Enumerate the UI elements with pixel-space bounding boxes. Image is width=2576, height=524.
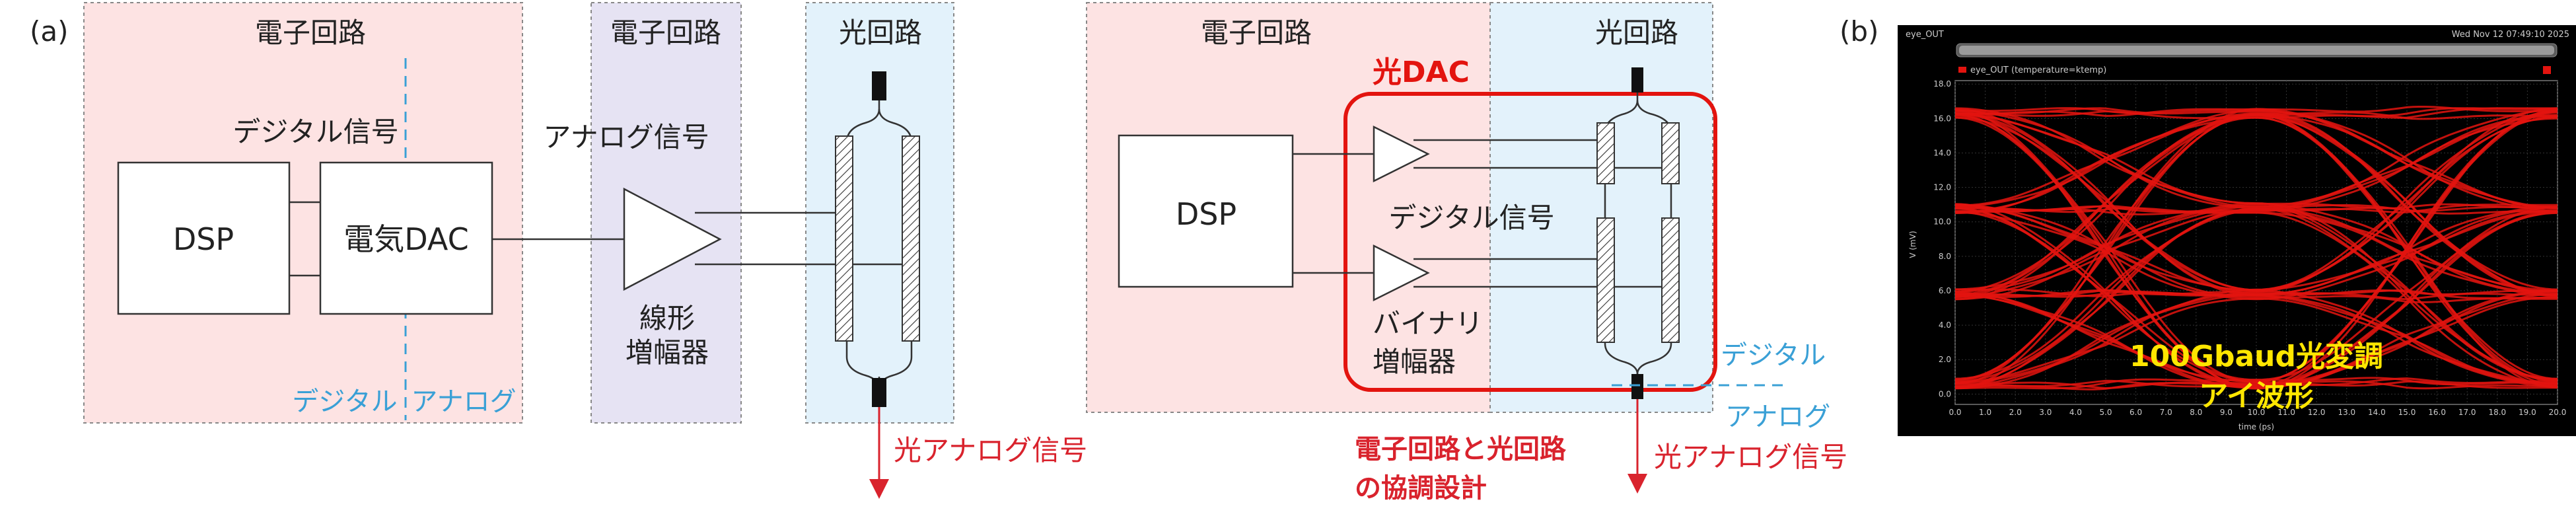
analog-label-a2: アナログ <box>1725 402 1830 432</box>
x-tick-label: 14.0 <box>2368 408 2386 417</box>
segmented-mz-modulator <box>1596 67 1680 399</box>
codesign-label-2: の協調設計 <box>1355 473 1487 504</box>
x-tick-label: 20.0 <box>2549 408 2567 417</box>
x-tick-label: 17.0 <box>2458 408 2476 417</box>
optical-dac-label: 光DAC <box>1373 56 1470 89</box>
x-tick-label: 8.0 <box>2190 408 2202 417</box>
eye-trace <box>1954 107 2558 208</box>
electronic-circuit-title-2: 電子回路 <box>1201 17 1312 49</box>
binary-amp-label-1: バイナリ <box>1373 307 1483 340</box>
y-tick-label: 0.0 <box>1939 389 1951 398</box>
eye-window-title: eye_OUT <box>1906 30 1944 40</box>
y-tick-label: 10.0 <box>1933 217 1951 227</box>
y-axis-label: V (mV) <box>1908 231 1917 258</box>
digital-label-a: デジタル <box>292 387 397 417</box>
y-tick-label: 12.0 <box>1933 183 1951 192</box>
linear-amp-label-2: 増幅器 <box>626 336 709 369</box>
eye-traces <box>1954 106 2558 391</box>
x-tick-label: 3.0 <box>2039 408 2052 417</box>
x-tick-label: 16.0 <box>2428 408 2446 417</box>
binary-amplifier-1 <box>1373 125 1430 183</box>
eye-trace <box>1955 110 2558 380</box>
eye-trace <box>1954 113 2558 385</box>
y-tick-label: 6.0 <box>1939 286 1951 295</box>
optical-analog-signal-a: 光アナログ信号 <box>894 434 1087 467</box>
optical-dac-box <box>1343 92 1717 392</box>
dsp-label: DSP <box>173 221 234 257</box>
optical-analog-signal-a2: 光アナログ信号 <box>1654 441 1847 473</box>
x-tick-label: 13.0 <box>2338 408 2355 417</box>
electric-dac-label: 電気DAC <box>343 221 468 257</box>
eye-caption-1: 100Gbaud光変調 <box>2129 340 2383 373</box>
eye-trace <box>1955 107 2558 209</box>
x-tick-label: 4.0 <box>2069 408 2082 417</box>
x-tick-label: 5.0 <box>2099 408 2112 417</box>
optical-circuit-title: 光回路 <box>839 17 922 49</box>
y-tick-label: 14.0 <box>1933 148 1951 157</box>
legend-label: eye_OUT (temperature=ktemp) <box>1970 65 2106 75</box>
x-tick-label: 2.0 <box>2009 408 2022 417</box>
x-tick-label: 11.0 <box>2277 408 2295 417</box>
electronic-circuit-title: 電子回路 <box>255 17 366 49</box>
mz-modulator <box>835 71 920 407</box>
dsp-block <box>117 161 291 315</box>
x-axis-label: time (ps) <box>2238 422 2274 431</box>
x-tick-label: 10.0 <box>2248 408 2266 417</box>
optical-circuit-title-2: 光回路 <box>1595 17 1678 49</box>
digital-signal-label: デジタル信号 <box>233 116 398 148</box>
binary-amplifier-2 <box>1373 244 1430 302</box>
eye-trace <box>1954 110 2558 390</box>
eye-trace <box>1954 112 2558 296</box>
analog-signal-label: アナログ信号 <box>543 121 709 153</box>
eye-trace <box>1955 116 2558 298</box>
y-tick-label: 16.0 <box>1933 114 1951 123</box>
digital-label-a2: デジタル <box>1721 340 1826 371</box>
optical-region-2 <box>1489 2 1713 413</box>
dsp-label-2: DSP <box>1176 196 1236 232</box>
x-tick-label: 15.0 <box>2398 408 2416 417</box>
y-tick-labels: 18.0 16.0 14.0 12.0 10.0 8.0 6.0 4.0 2.0 0.0 <box>1933 79 1951 398</box>
y-tick-label: 2.0 <box>1939 355 1951 364</box>
x-tick-label: 6.0 <box>2129 408 2142 417</box>
x-tick-label: 12.0 <box>2308 408 2326 417</box>
linear-amp-label-1: 線形 <box>639 302 695 334</box>
eye-trace <box>1954 206 2558 301</box>
x-tick-label: 0.0 <box>1949 408 1961 417</box>
panel-a-label: (a) <box>30 15 69 48</box>
legend-swatch <box>1958 67 1966 73</box>
eye-caption-2: アイ波形 <box>2199 379 2314 413</box>
eye-trace <box>1954 111 2558 390</box>
y-tick-label: 18.0 <box>1933 79 1951 89</box>
linear-amplifier <box>623 187 722 291</box>
eye-trace <box>1954 110 2558 291</box>
y-tick-label: 8.0 <box>1939 252 1951 261</box>
eye-trace <box>1954 108 2558 301</box>
codesign-label-1: 電子回路と光回路 <box>1355 434 1567 465</box>
panel-b-label: (b) <box>1840 15 1878 48</box>
digital-signal-label-2: デジタル信号 <box>1388 202 1554 234</box>
binary-amp-label-2: 増幅器 <box>1373 346 1456 378</box>
eye-trace <box>1955 106 2558 117</box>
eye-trace <box>1954 203 2558 387</box>
electric-dac-block <box>319 161 493 315</box>
eye-trace <box>1954 113 2558 293</box>
x-tick-label: 7.0 <box>2160 408 2172 417</box>
analog-circuit-title: 電子回路 <box>610 17 721 49</box>
eye-trace <box>1955 117 2558 216</box>
eye-diagram-window: eye_OUT Wed Nov 12 07:49:10 2025 eye_OUT… <box>1898 25 2576 436</box>
eye-window-timestamp: Wed Nov 12 07:49:10 2025 <box>2452 30 2569 40</box>
x-tick-label: 1.0 <box>1979 408 1991 417</box>
x-tick-labels: 0.0 1.0 2.0 3.0 4.0 5.0 6.0 7.0 8.0 9.0 10.0 11.0 12… <box>1949 408 2566 417</box>
x-tick-label: 9.0 <box>2220 408 2233 417</box>
eye-trace <box>1954 204 2558 303</box>
x-tick-label: 18.0 <box>2488 408 2506 417</box>
x-tick-label: 19.0 <box>2519 408 2536 417</box>
analog-label-a: アナログ <box>411 387 516 417</box>
dsp-block-2 <box>1118 134 1294 288</box>
legend-filter-icon[interactable] <box>2543 66 2551 74</box>
y-tick-label: 4.0 <box>1939 320 1951 330</box>
